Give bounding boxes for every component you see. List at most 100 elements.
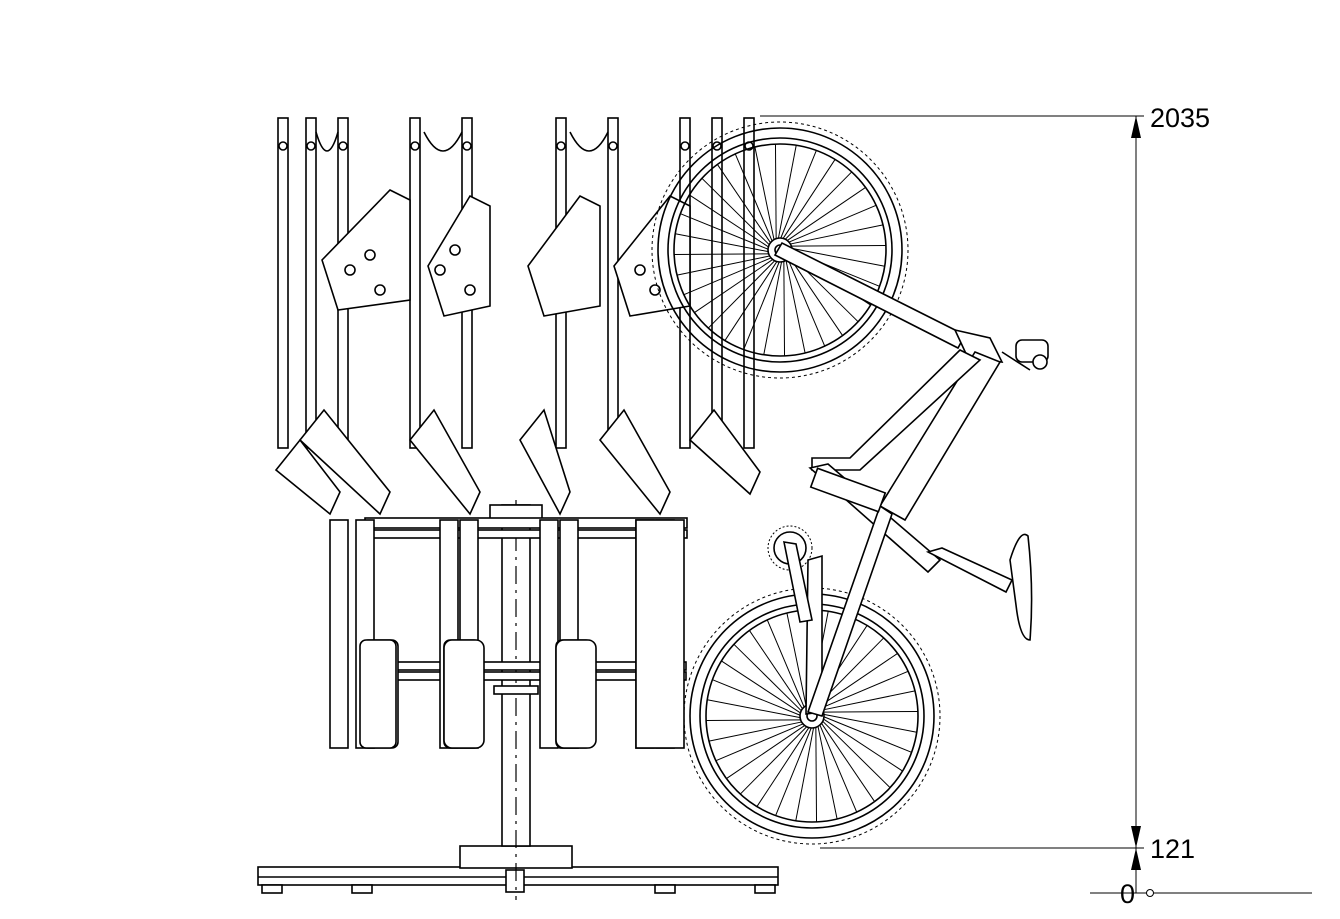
wheel-spoke xyxy=(701,177,772,247)
bracket-hole xyxy=(649,284,661,296)
wheel-spoke xyxy=(763,259,783,355)
dimension-lines: 2035 121 0 xyxy=(760,103,1312,909)
wheel-spoke xyxy=(739,724,809,795)
leveling-feet xyxy=(261,869,776,894)
wheel-spoke xyxy=(818,722,858,813)
lower-cassettes xyxy=(329,519,685,749)
arrow-top xyxy=(1131,116,1141,138)
support-rails xyxy=(364,517,688,681)
holder-pin xyxy=(680,141,690,151)
wheel-spoke xyxy=(775,725,813,816)
lower-wheel-block xyxy=(443,639,485,749)
diagonal-arm xyxy=(298,408,391,516)
dim-label-top: 2035 xyxy=(1150,103,1210,133)
wheel-spoke xyxy=(733,643,804,713)
wheel-spoke xyxy=(788,224,884,245)
wheel-spoke xyxy=(818,670,909,710)
wheel-spoke xyxy=(815,725,818,822)
holder-pin xyxy=(278,141,288,151)
central-pole xyxy=(489,500,543,900)
wheel-spoke xyxy=(706,719,803,722)
wheel-spoke xyxy=(743,259,781,350)
wheel-spoke xyxy=(786,612,807,708)
diagonal-arm xyxy=(598,408,671,516)
bracket-hole xyxy=(434,264,446,276)
wheel-spoke xyxy=(785,258,806,354)
wheel-spoke xyxy=(777,145,797,241)
wheel-spoke xyxy=(774,144,777,241)
upper-holders xyxy=(274,117,761,516)
wheel-spoke xyxy=(821,713,917,733)
wheel-spoke xyxy=(795,725,815,821)
diagonal-arm xyxy=(688,408,761,496)
wheel-spoke xyxy=(817,652,898,709)
wheel-spoke xyxy=(786,204,877,244)
lower-cassette-frame xyxy=(635,519,685,749)
wheel-spoke xyxy=(781,159,836,241)
lower-wheel-block xyxy=(555,639,597,749)
holder-pin xyxy=(608,141,618,151)
wheel-spoke xyxy=(716,164,773,245)
wheel-spoke xyxy=(726,723,807,780)
wheel-spoke xyxy=(766,619,806,710)
wheel-spoke xyxy=(783,171,853,242)
holder-pin xyxy=(306,141,316,151)
wheel-spoke xyxy=(715,722,806,762)
dim-label-mid: 121 xyxy=(1150,834,1195,864)
mounting-bracket xyxy=(427,194,491,317)
wheel-spoke xyxy=(674,253,771,256)
wheel-spoke xyxy=(783,259,786,356)
diagonal-arm xyxy=(274,438,341,516)
bike-frame xyxy=(767,241,1049,717)
wheel-spoke xyxy=(819,721,876,802)
holder-post xyxy=(607,117,619,449)
wheel-spoke xyxy=(779,150,817,241)
arrow-mid-below xyxy=(1131,848,1141,870)
holder-pin xyxy=(556,141,566,151)
wheel-spoke xyxy=(724,259,779,341)
wheel-spoke xyxy=(785,186,866,243)
wheel-spoke xyxy=(748,630,805,711)
lower-cassette-plate xyxy=(539,519,559,749)
dim-label-base: 0 xyxy=(1120,879,1135,909)
wheel-spoke xyxy=(821,717,903,772)
lower-wheel xyxy=(683,587,941,845)
diagonal-arm xyxy=(519,408,571,516)
holder-post xyxy=(409,117,421,449)
holder-pin xyxy=(338,141,348,151)
bracket-hole xyxy=(364,249,376,261)
wheel-spoke xyxy=(707,699,803,719)
wheel-hook xyxy=(423,131,463,152)
wheel-hook xyxy=(315,131,339,152)
lower-cassette-plate xyxy=(329,519,349,749)
wheel-spoke xyxy=(821,710,918,713)
wheel-spoke xyxy=(754,146,775,242)
wheel-spoke xyxy=(680,213,771,251)
wheel-spoke xyxy=(689,194,771,249)
wheel-spoke xyxy=(756,725,811,807)
bracket-hole xyxy=(464,284,476,296)
wheel-spoke xyxy=(734,153,774,244)
diagonal-arm xyxy=(408,408,481,516)
wheel-spoke xyxy=(683,256,774,296)
bracket-hole xyxy=(449,244,461,256)
holder-post xyxy=(743,117,755,449)
holder-pin xyxy=(410,141,420,151)
wheel-spoke xyxy=(821,715,912,753)
wheel-spoke xyxy=(712,679,803,717)
holder-post xyxy=(305,117,317,449)
wheel-spoke xyxy=(786,256,826,347)
mounting-bracket xyxy=(321,189,411,311)
upper-wheel xyxy=(651,121,909,379)
arrow-mid xyxy=(1131,826,1141,848)
wheel-spoke xyxy=(787,255,844,336)
wheel-spoke xyxy=(789,244,886,247)
wheel-spoke xyxy=(675,233,771,253)
wheel-spoke xyxy=(676,255,772,276)
base-plate xyxy=(257,845,779,894)
wheel-spoke xyxy=(694,257,775,314)
wheel-spoke xyxy=(817,724,838,820)
wheel-spoke xyxy=(708,721,804,742)
mounting-bracket xyxy=(527,194,601,317)
